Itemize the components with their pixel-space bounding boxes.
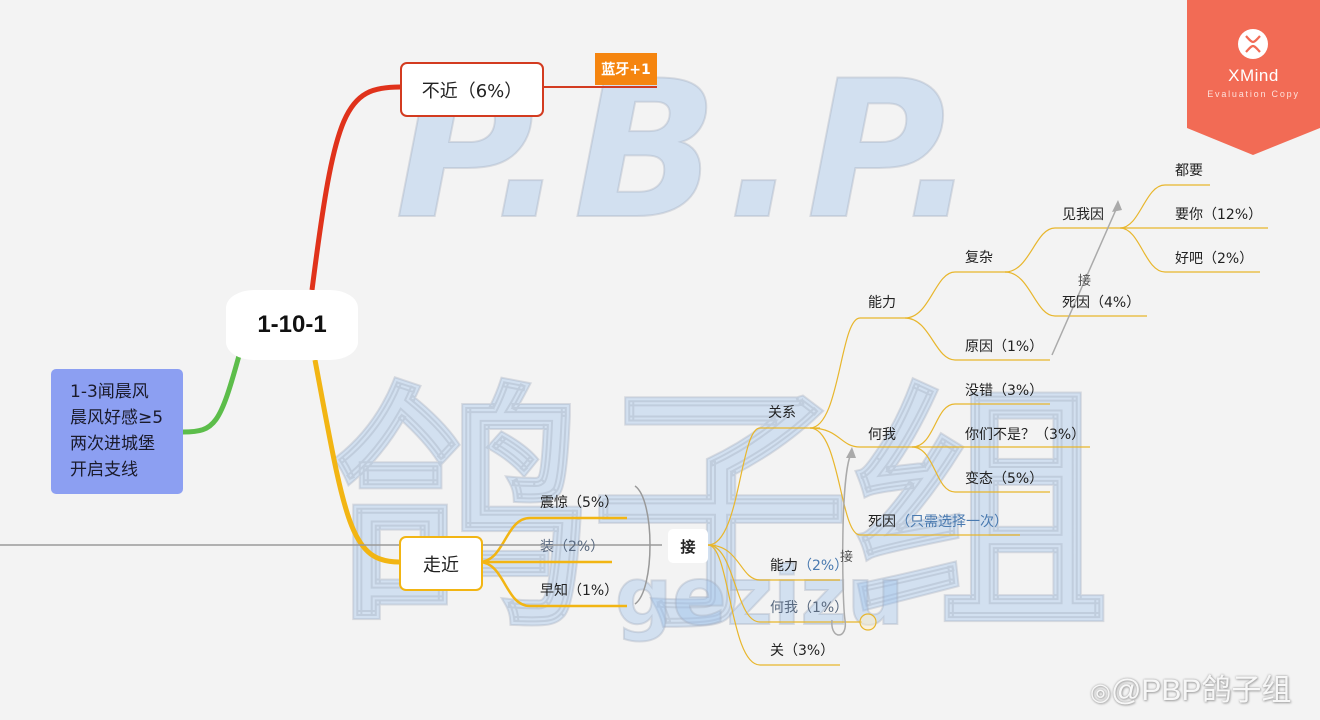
xmind-evaluation-badge: XMind Evaluation Copy [1187, 0, 1320, 155]
topic-haoba[interactable]: 好吧（2%） [1175, 251, 1254, 267]
weibo-icon: ◎ [1090, 679, 1111, 706]
topic-siyin-4[interactable]: 死因（4%） [1062, 295, 1141, 311]
topic-hewo[interactable]: 何我 [868, 427, 896, 443]
badge-lanya: 蓝牙+1 [595, 53, 657, 85]
ribbon-shape [1187, 0, 1320, 155]
note-line: 1-3闻晨风 [70, 382, 149, 402]
topic-jie[interactable]: 接 [668, 529, 708, 563]
topic-nengli[interactable]: 能力 [868, 295, 896, 311]
topic-meicuo[interactable]: 没错（3%） [965, 383, 1044, 399]
weibo-watermark: ◎@PBP鸽子组 [1090, 674, 1292, 707]
topic-siyin-once[interactable]: 死因（只需选择一次） [868, 514, 1008, 530]
note-line: 两次进城堡 [70, 434, 155, 454]
note-line: 开启支线 [70, 460, 138, 480]
xmind-subtitle: Evaluation Copy [1207, 89, 1300, 99]
topic-bujin[interactable]: 不近（6%） [400, 62, 544, 117]
relation-label-jie: 接 [1078, 274, 1092, 289]
topic-zhuang[interactable]: 装（2%） [540, 539, 605, 555]
central-topic[interactable]: 1-10-1 [226, 290, 358, 360]
topic-guan[interactable]: 关（3%） [770, 643, 835, 659]
topic-hewo-1[interactable]: 何我（1%） [770, 600, 849, 616]
xmind-logo-icon [1245, 35, 1261, 53]
topic-fuza[interactable]: 复杂 [965, 250, 993, 266]
start-condition-note[interactable]: 1-3闻晨风 晨风好感≥5 两次进城堡 开启支线 [51, 369, 183, 494]
topic-yaoni[interactable]: 要你（12%） [1175, 207, 1263, 223]
topic-zoujin[interactable]: 走近 [399, 536, 483, 591]
topic-zaozhi[interactable]: 早知（1%） [540, 583, 619, 599]
xmind-title: XMind [1228, 66, 1279, 85]
topic-zhenjing[interactable]: 震惊（5%） [540, 495, 619, 511]
relation-label-jie-2: 接 [840, 550, 854, 565]
topic-guanxi[interactable]: 关系 [768, 405, 796, 421]
topic-biantai[interactable]: 变态（5%） [965, 471, 1044, 487]
topic-douyao[interactable]: 都要 [1175, 163, 1203, 179]
topic-yuanyin[interactable]: 原因（1%） [965, 339, 1044, 355]
topic-nimenbushi[interactable]: 你们不是？（3%） [965, 427, 1086, 443]
topic-nengli-2[interactable]: 能力（2%） [770, 558, 849, 574]
note-line: 晨风好感≥5 [70, 408, 164, 428]
topic-jianwoyin[interactable]: 见我因 [1062, 207, 1104, 223]
